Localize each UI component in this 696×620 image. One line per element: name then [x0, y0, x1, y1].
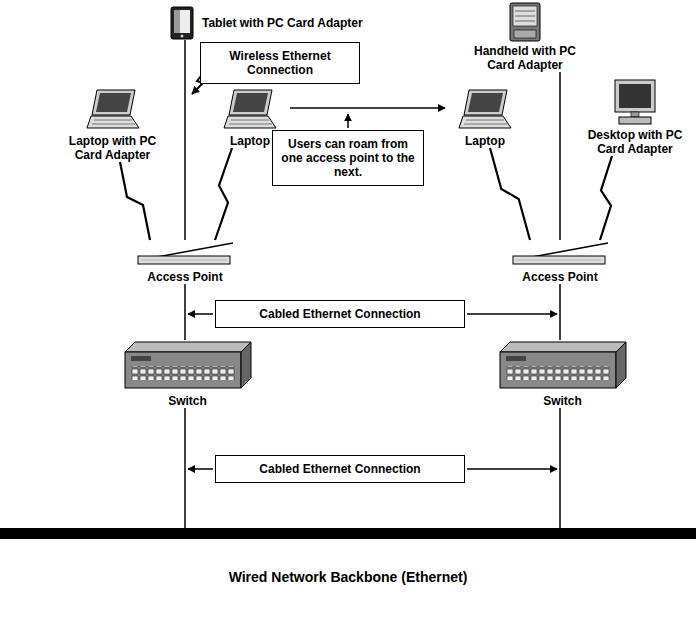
node-label: Users can roam from one access point to … [279, 137, 417, 179]
node-label: Access Point [522, 270, 597, 284]
node-label: Cabled Ethernet Connection [222, 462, 458, 476]
node-label: Laptop with PC Card Adapter [55, 134, 170, 162]
node-label: Tablet with PC Card Adapter [202, 16, 363, 30]
node-label: Cabled Ethernet Connection [222, 307, 458, 321]
node-label: Switch [543, 394, 582, 408]
switch-icon [498, 340, 628, 392]
wireless-link [600, 156, 612, 240]
callout-box: Users can roam from one access point to … [272, 130, 424, 186]
node-label: Laptop [230, 134, 270, 148]
cable-arrow [467, 313, 557, 315]
backbone-line [0, 528, 696, 539]
tablet-icon [170, 6, 194, 40]
callout-box: Wireless Ethernet Connection [200, 42, 360, 84]
node-label: Wired Network Backbone (Ethernet) [0, 569, 696, 585]
cable-line [184, 408, 186, 528]
access-point: Access Point [130, 240, 240, 284]
node-label: Wireless Ethernet Connection [207, 49, 353, 77]
laptop-icon [85, 88, 141, 132]
node-label: Handheld with PC Card Adapter [470, 44, 580, 72]
wireless-link [215, 148, 232, 240]
cable-line [559, 408, 561, 528]
cable-line [184, 284, 186, 340]
node-label: Laptop [465, 134, 505, 148]
laptop-icon [222, 88, 278, 132]
wireless-link [120, 162, 150, 240]
roam-arrow [290, 107, 445, 109]
wireless-link [490, 148, 530, 240]
node-label: Access Point [147, 270, 222, 284]
cable-arrow [467, 468, 557, 470]
node-label: Switch [168, 394, 207, 408]
device-node: Laptop [445, 88, 525, 148]
device-node: Handheld with PC Card Adapter [470, 2, 580, 72]
switch-icon [123, 340, 253, 392]
cable-arrow [188, 313, 213, 315]
access-point-icon [135, 240, 235, 268]
laptop-icon [457, 88, 513, 132]
cable-line [184, 40, 186, 240]
roam-pointer [347, 114, 349, 128]
switch-node: Switch [495, 340, 630, 408]
cable-line [559, 284, 561, 340]
access-point-icon [510, 240, 610, 268]
handheld-icon [508, 2, 542, 42]
node-label: Desktop with PC Card Adapter [578, 128, 692, 156]
desktop-icon [611, 78, 659, 126]
switch-node: Switch [120, 340, 255, 408]
access-point: Access Point [505, 240, 615, 284]
cable-arrow [188, 468, 213, 470]
callout-box: Cabled Ethernet Connection [215, 455, 465, 483]
callout-box: Cabled Ethernet Connection [215, 300, 465, 328]
device-node: Tablet with PC Card Adapter [170, 6, 400, 40]
backbone-bar: Wired Network Backbone (Ethernet) [0, 528, 696, 585]
device-node: Laptop with PC Card Adapter [55, 88, 170, 162]
device-node: Desktop with PC Card Adapter [578, 78, 692, 156]
cable-line [559, 72, 561, 240]
